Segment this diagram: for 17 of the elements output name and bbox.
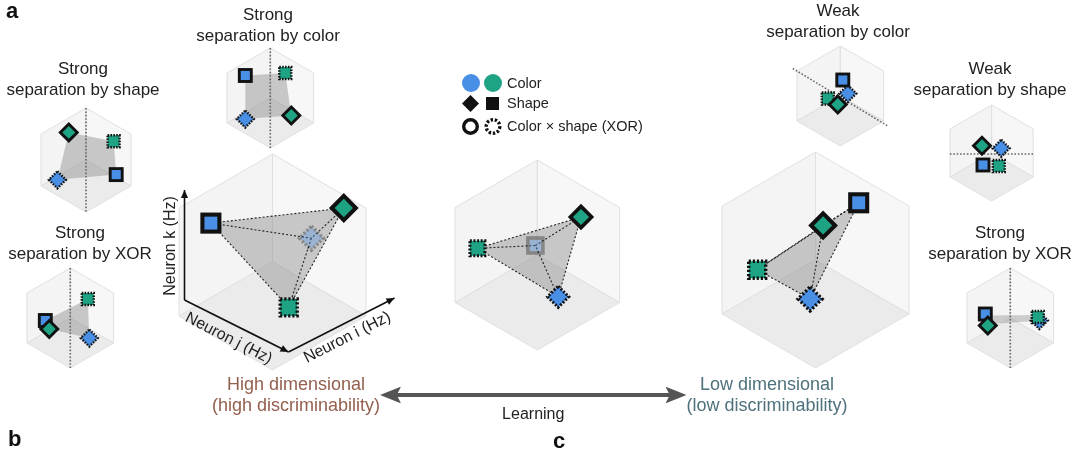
plot-title: Weak separation by shape	[913, 58, 1067, 100]
legend-label: Color × shape (XOR)	[507, 117, 643, 135]
plot-title: Strong separation by shape	[6, 58, 160, 100]
plot-title: Strong separation by XOR	[8, 222, 152, 264]
legend-label: Color	[507, 74, 542, 92]
panel-letter: b	[8, 428, 22, 450]
plot-title: Strong separation by color	[196, 4, 340, 46]
caption-text: Low dimensional (low discriminability)	[686, 374, 848, 416]
plot-title: Strong separation by XOR	[928, 222, 1072, 264]
panel-letter: c	[553, 430, 566, 452]
plot-title: Weak separation by color	[766, 0, 910, 42]
double-arrow	[380, 386, 687, 404]
axis-label: Neuron k (Hz)	[161, 196, 179, 296]
panel-letter: a	[6, 0, 19, 22]
legend-label: Shape	[507, 94, 549, 112]
edge-label: Learning	[500, 404, 567, 423]
caption-text: High dimensional (high discriminability)	[212, 374, 380, 416]
